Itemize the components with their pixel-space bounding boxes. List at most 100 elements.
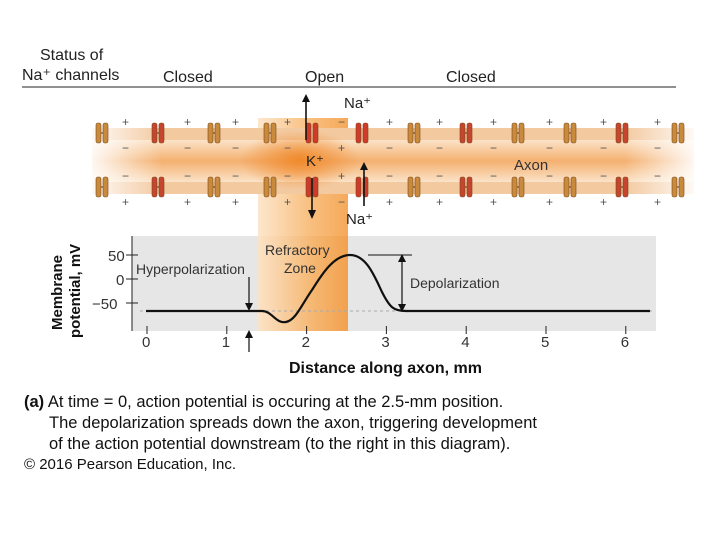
y-axis-label: Membrane potential, mV: [49, 244, 84, 338]
depolarization-hotspot: [240, 130, 360, 190]
charge-symbol: −: [284, 141, 291, 155]
sodium-channel-closed: [459, 176, 473, 198]
xtick-label: 5: [541, 334, 549, 351]
caption-line3: of the action potential downstream (to t…: [49, 435, 511, 453]
charge-symbol: +: [546, 195, 553, 209]
sodium-channel-closed: [407, 176, 421, 198]
charge-symbol: +: [600, 195, 607, 209]
sodium-channel-closed: [459, 122, 473, 144]
charge-symbol: −: [546, 169, 553, 183]
ytick-label-50: 50: [108, 248, 125, 265]
sodium-channel-closed: [207, 122, 221, 144]
graph-background: [132, 236, 656, 331]
charge-symbol: −: [436, 141, 443, 155]
annotation-refractory-line2: Zone: [284, 260, 316, 276]
charge-symbol: +: [654, 195, 661, 209]
charge-symbol: −: [122, 141, 129, 155]
sodium-channel-open: [305, 176, 319, 198]
charge-symbol: −: [386, 141, 393, 155]
status-label-line1: Status of: [40, 47, 104, 64]
annotation-depolarization: Depolarization: [410, 275, 500, 291]
charge-symbol: −: [654, 169, 661, 183]
charge-symbol: −: [654, 141, 661, 155]
sodium-channel-open: [355, 122, 369, 144]
xtick-label: 3: [381, 334, 389, 351]
charge-symbol: +: [284, 195, 291, 209]
xtick-label: 1: [222, 334, 230, 351]
charge-symbol: +: [490, 195, 497, 209]
xtick-label: 0: [142, 334, 150, 351]
xtick-label: 6: [621, 334, 629, 351]
figure-caption: (a) At time = 0, action potential is occ…: [24, 392, 684, 455]
ion-label-na-bottom: Na⁺: [346, 211, 373, 228]
charge-symbol: +: [546, 115, 553, 129]
sodium-channel-closed: [671, 176, 685, 198]
sodium-channel-closed: [511, 176, 525, 198]
charge-symbol: +: [284, 115, 291, 129]
action-potential-curve: [146, 253, 650, 324]
sodium-channel-closed: [615, 122, 629, 144]
charge-symbol: +: [490, 115, 497, 129]
membrane-potential-graph: 50 0 −50 Hyperpolarization Refractory Zo…: [49, 236, 656, 377]
ion-label-k: K⁺: [306, 153, 324, 170]
membrane-top-outer: [92, 128, 694, 140]
sodium-channel-closed: [151, 176, 165, 198]
ion-arrows: [302, 94, 368, 219]
ytick-label-0: 0: [116, 272, 124, 289]
charge-symbol: −: [386, 169, 393, 183]
charge-symbol: −: [546, 141, 553, 155]
sodium-channel-closed: [563, 176, 577, 198]
caption-line1: (a) At time = 0, action potential is occ…: [24, 392, 684, 413]
charge-symbol: −: [490, 141, 497, 155]
xtick-label: 4: [461, 334, 469, 351]
y-axis-label-line2: potential, mV: [67, 244, 84, 338]
annotation-refractory-line1: Refractory: [265, 242, 330, 258]
time-zero-arrowhead: [245, 330, 253, 338]
sodium-channel-closed: [615, 176, 629, 198]
charge-symbol: −: [338, 115, 345, 129]
arrowhead-bottom: [360, 162, 368, 170]
charge-symbol: +: [122, 115, 129, 129]
sodium-channel-closed: [511, 122, 525, 144]
charge-symbol: −: [490, 169, 497, 183]
hyperpolarization-arrowhead: [245, 303, 253, 311]
y-axis-label-line1: Membrane: [49, 255, 66, 330]
arrowhead-k: [308, 210, 316, 219]
state-label-open: Open: [305, 69, 344, 86]
status-label-line2: Na⁺ channels: [22, 67, 119, 84]
caption-line2: The depolarization spreads down the axon…: [49, 414, 537, 432]
charge-symbol: +: [338, 141, 345, 155]
sodium-channel-closed: [407, 122, 421, 144]
sodium-channel-closed: [263, 122, 277, 144]
charge-symbol: +: [338, 169, 345, 183]
membrane-bottom-outer: [92, 182, 694, 194]
charge-symbol: +: [386, 195, 393, 209]
charge-symbol: −: [232, 169, 239, 183]
depolarization-arrowhead-down: [398, 304, 406, 312]
charge-symbol: +: [232, 115, 239, 129]
membrane-charges: +−−++−−++−−++−−+−++−+−−++−−++−−++−−++−−+…: [122, 115, 661, 209]
charge-symbol: +: [184, 115, 191, 129]
caption-text1: At time = 0, action potential is occurin…: [47, 393, 504, 411]
charge-symbol: +: [232, 195, 239, 209]
charge-symbol: −: [284, 169, 291, 183]
charge-symbol: −: [232, 141, 239, 155]
charge-symbol: +: [436, 115, 443, 129]
charge-symbol: −: [184, 141, 191, 155]
sodium-channels: [95, 122, 685, 198]
copyright-notice: © 2016 Pearson Education, Inc.: [24, 456, 237, 473]
charge-symbol: +: [386, 115, 393, 129]
charge-symbol: +: [600, 115, 607, 129]
sodium-channel-closed: [207, 176, 221, 198]
charge-symbol: +: [436, 195, 443, 209]
annotation-hyperpolarization: Hyperpolarization: [136, 261, 245, 277]
charge-symbol: −: [436, 169, 443, 183]
sodium-channel-closed: [95, 122, 109, 144]
state-label-closed-right: Closed: [446, 69, 496, 86]
charge-symbol: −: [122, 169, 129, 183]
sodium-channel-closed: [263, 176, 277, 198]
charge-symbol: +: [184, 195, 191, 209]
